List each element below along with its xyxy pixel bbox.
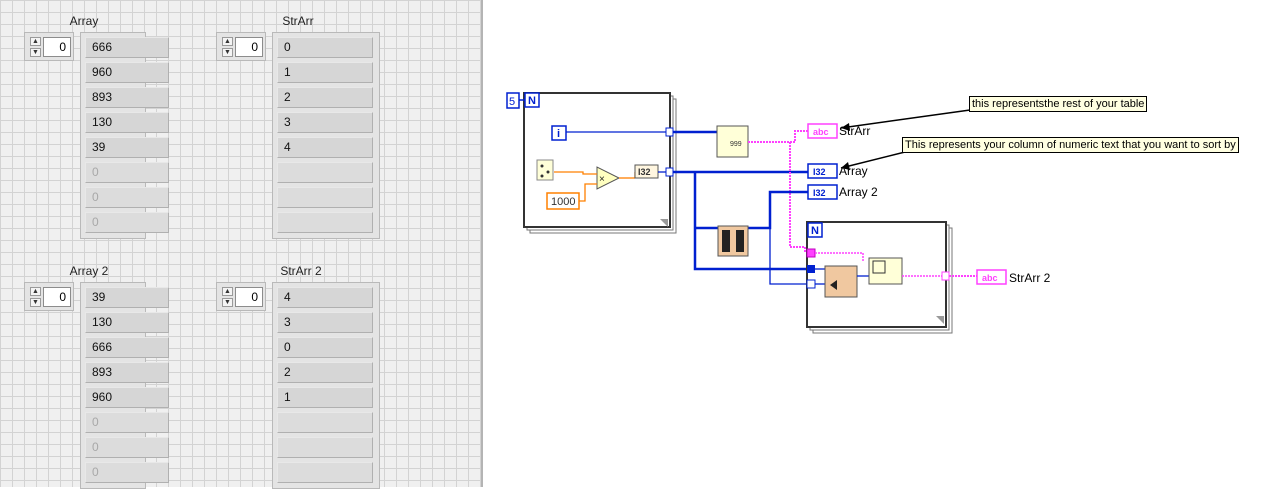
constant-1000[interactable]: 1000 [546, 192, 580, 210]
strarr2-index-display[interactable]: ▲▼ 0 [216, 282, 266, 311]
array-element[interactable]: 4 [277, 287, 373, 308]
index-spinner[interactable]: ▲▼ [222, 287, 233, 307]
array-element[interactable]: 893 [85, 362, 169, 383]
constant-1000-value: 1000 [551, 196, 575, 208]
i-label: i [557, 128, 560, 140]
array-element[interactable]: 0 [85, 462, 169, 483]
array-element[interactable]: 960 [85, 62, 169, 83]
array-element[interactable]: 0 [85, 437, 169, 458]
array-element[interactable]: 666 [85, 37, 169, 58]
increment-icon[interactable]: ▲ [222, 287, 233, 296]
array2-index-display[interactable]: ▲▼ 0 [24, 282, 74, 311]
random-number-icon[interactable] [536, 159, 554, 181]
array-element[interactable]: 0 [277, 37, 373, 58]
index-field[interactable]: 0 [43, 37, 71, 57]
note-rest-of-table[interactable]: this representsthe rest of your table [969, 96, 1148, 112]
i32-terminal-label: I32 [813, 188, 826, 198]
array-element[interactable]: 130 [85, 112, 169, 133]
array-element[interactable]: 130 [85, 312, 169, 333]
loop2-n-terminal: N [807, 222, 823, 238]
multiply-symbol: × [599, 174, 605, 185]
array-element[interactable]: 666 [85, 337, 169, 358]
array-element[interactable]: 0 [85, 412, 169, 433]
format-999-label: 999 [730, 141, 742, 148]
array-element[interactable]: 960 [85, 387, 169, 408]
decrement-icon[interactable]: ▼ [222, 298, 233, 307]
strarr2-terminal-label: StrArr 2 [1009, 271, 1051, 285]
increment-icon[interactable]: ▲ [222, 37, 233, 46]
array2-elements: 39 130 666 893 960 0 0 0 [80, 282, 169, 489]
index-spinner[interactable]: ▲▼ [222, 37, 233, 57]
array-element[interactable]: 3 [277, 312, 373, 333]
i32-label: I32 [638, 167, 651, 177]
i32-terminal-label: I32 [813, 167, 826, 177]
sort-array-node[interactable] [717, 225, 749, 257]
array-element[interactable]: 0 [85, 187, 169, 208]
array-element[interactable]: 1 [277, 387, 373, 408]
decrement-icon[interactable]: ▼ [30, 48, 41, 57]
strarr-terminal[interactable]: abc [807, 123, 838, 139]
loop-count-value: 5 [509, 96, 515, 108]
abc-label: abc [813, 127, 829, 137]
for-loop-1[interactable] [523, 92, 677, 234]
increment-icon[interactable]: ▲ [30, 287, 41, 296]
block-diagram: 5 N i 1000 × [485, 0, 1280, 487]
array-element[interactable]: 1 [277, 62, 373, 83]
array-element[interactable]: 2 [277, 362, 373, 383]
increment-icon[interactable]: ▲ [30, 37, 41, 46]
index-spinner[interactable]: ▲▼ [30, 287, 41, 307]
array-element[interactable] [277, 437, 373, 458]
array-element[interactable]: 2 [277, 87, 373, 108]
array-terminal[interactable]: I32 [807, 163, 838, 179]
array-element[interactable]: 3 [277, 112, 373, 133]
diagram-canvas: 5 N i 1000 × [506, 92, 1051, 334]
index-field[interactable]: 0 [235, 37, 263, 57]
note-arrow-2 [840, 151, 906, 169]
strarr2-elements: 4 3 0 2 1 [272, 282, 380, 489]
strarr2-terminal[interactable]: abc [976, 269, 1007, 285]
array-label: Array [69, 14, 99, 28]
number-to-string-node[interactable]: 999 [716, 125, 749, 158]
loop-n-terminal: N [524, 92, 540, 108]
array-element[interactable]: 0 [85, 162, 169, 183]
array-element[interactable]: 4 [277, 137, 373, 158]
note-arrow-1 [840, 109, 971, 129]
search-array-node[interactable] [824, 265, 858, 298]
decrement-icon[interactable]: ▼ [222, 48, 233, 57]
strarr-label: StrArr [282, 14, 314, 28]
array-element[interactable] [277, 462, 373, 483]
index-array-node[interactable] [868, 257, 903, 285]
array-element[interactable]: 39 [85, 287, 169, 308]
index-field[interactable]: 0 [235, 287, 263, 307]
array2-terminal-label: Array 2 [839, 185, 878, 199]
strarr-index-display[interactable]: ▲▼ 0 [216, 32, 266, 61]
array-element[interactable] [277, 187, 373, 208]
strarr2-label: StrArr 2 [280, 264, 322, 278]
array-elements: 666 960 893 130 39 0 0 0 [80, 32, 169, 239]
array-element[interactable]: 39 [85, 137, 169, 158]
n-label: N [811, 225, 819, 237]
array-index-display[interactable]: ▲▼ 0 [24, 32, 74, 61]
decrement-icon[interactable]: ▼ [30, 298, 41, 307]
index-spinner[interactable]: ▲▼ [30, 37, 41, 57]
multiply-node[interactable]: × [596, 166, 621, 190]
array-element[interactable]: 893 [85, 87, 169, 108]
loop-count-constant[interactable]: 5 [506, 92, 520, 109]
array-element[interactable]: 0 [85, 212, 169, 233]
note-numeric-column[interactable]: This represents your column of numeric t… [902, 137, 1239, 153]
array2-label: Array 2 [69, 264, 109, 278]
array2-terminal[interactable]: I32 [807, 184, 838, 200]
array-element[interactable] [277, 212, 373, 233]
index-field[interactable]: 0 [43, 287, 71, 307]
n-label: N [528, 95, 536, 107]
to-i32-node[interactable]: I32 [634, 164, 659, 179]
loop-i-terminal: i [551, 125, 567, 141]
array-element[interactable] [277, 162, 373, 183]
strarr-elements: 0 1 2 3 4 [272, 32, 380, 239]
array-element[interactable] [277, 412, 373, 433]
abc-label: abc [982, 273, 998, 283]
array-element[interactable]: 0 [277, 337, 373, 358]
